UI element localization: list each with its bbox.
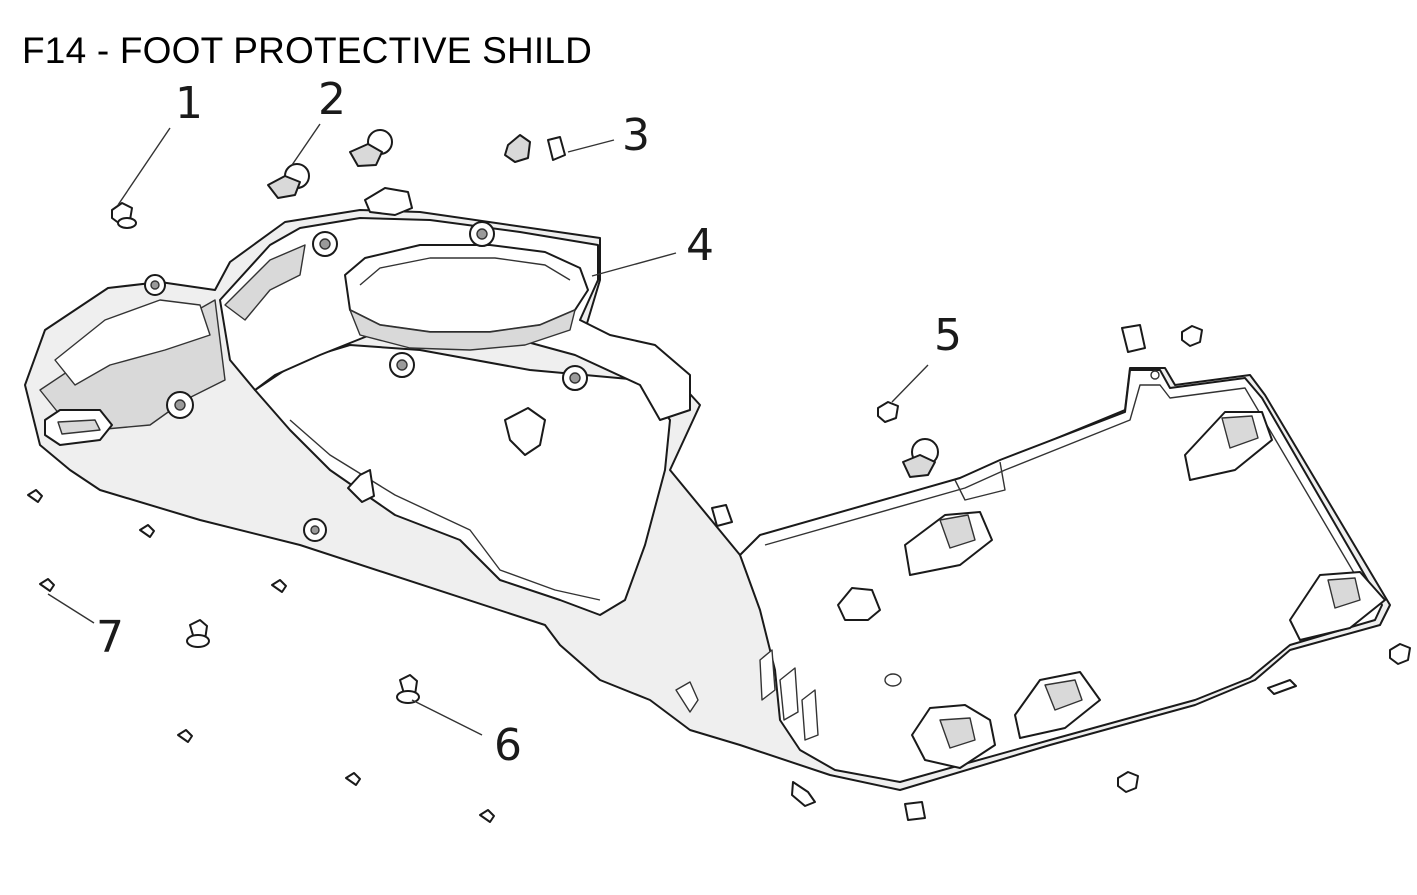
floor-mounts (837, 370, 1386, 769)
part-2-clips (267, 129, 939, 478)
page-title: F14 - FOOT PROTECTIVE SHILD (22, 30, 593, 71)
part-5-screws (877, 325, 1411, 793)
callout-5: 5 (934, 310, 962, 361)
part-3-nuts (504, 134, 1146, 821)
callout-3: 3 (622, 110, 650, 161)
callout-2: 2 (318, 74, 346, 125)
part-1-screw (111, 202, 137, 229)
collar-bosses (144, 187, 588, 542)
leader-lines (47, 123, 929, 736)
callout-6: 6 (494, 720, 522, 771)
foot-protective-shield (24, 187, 1391, 791)
callout-labels: 1 2 3 4 5 6 7 (96, 74, 962, 771)
hardware (27, 129, 1411, 823)
part-7-screws (27, 489, 495, 823)
callout-1: 1 (175, 78, 203, 129)
callout-4: 4 (686, 220, 714, 271)
callout-7: 7 (96, 612, 124, 663)
part-6-bolts (186, 619, 420, 704)
